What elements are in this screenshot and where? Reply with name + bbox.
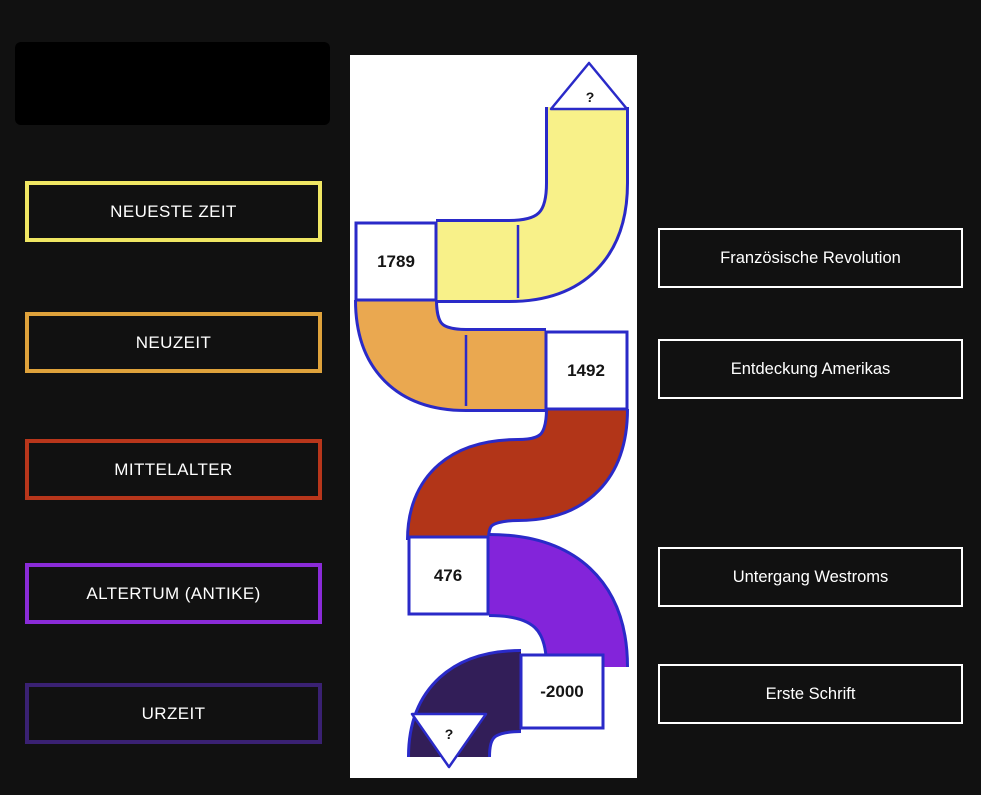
timeline-board: 1789 1492 476 -2000 ? ? [350,55,637,778]
event-label: Entdeckung Amerikas [730,359,891,378]
segment-altertum[interactable] [487,536,626,669]
era-box-neueste-zeit[interactable]: NEUESTE ZEIT [25,181,322,242]
segment-mittelalter[interactable] [409,407,626,543]
event-label: Untergang Westroms [732,567,889,586]
event-box-erste-schrift[interactable]: Erste Schrift [658,664,963,724]
era-label: NEUESTE ZEIT [110,201,237,221]
segment-neueste-zeit[interactable] [436,107,626,300]
year-cell-1789: 1789 [354,221,438,302]
year-cell-2000: -2000 [519,653,605,730]
era-box-urzeit[interactable]: URZEIT [25,683,322,744]
event-box-entdeckung-amerikas[interactable]: Entdeckung Amerikas [658,339,963,399]
event-label: Erste Schrift [765,684,856,703]
era-label: MITTELALTER [114,459,233,479]
year-cell-1492: 1492 [544,330,629,411]
bottom-question-mark: ? [445,726,454,742]
event-label: Französische Revolution [720,248,901,267]
top-question-mark: ? [586,89,595,105]
year-label-1492: 1492 [567,361,605,380]
era-label: NEUZEIT [135,332,212,352]
segment-neuzeit[interactable] [357,298,546,409]
event-box-untergang-westroms[interactable]: Untergang Westroms [658,547,963,607]
year-label-476: 476 [434,566,462,585]
cell-dividers [464,225,520,406]
year-cell-476: 476 [407,535,490,616]
year-label-minus-2000: -2000 [540,682,583,701]
era-box-altertum[interactable]: ALTERTUM (ANTIKE) [25,563,322,624]
era-label: URZEIT [141,703,206,723]
era-label: ALTERTUM (ANTIKE) [86,583,261,603]
era-box-neuzeit[interactable]: NEUZEIT [25,312,322,373]
year-label-1789: 1789 [377,252,415,271]
event-box-franzoesische-revolution[interactable]: Französische Revolution [658,228,963,288]
era-box-mittelalter[interactable]: MITTELALTER [25,439,322,500]
top-arrow-marker: ? [549,61,629,111]
redacted-block [15,42,330,125]
bottom-arrow-marker: ? [410,712,488,769]
timeline-snake: 1789 1492 476 -2000 ? ? [354,61,629,769]
